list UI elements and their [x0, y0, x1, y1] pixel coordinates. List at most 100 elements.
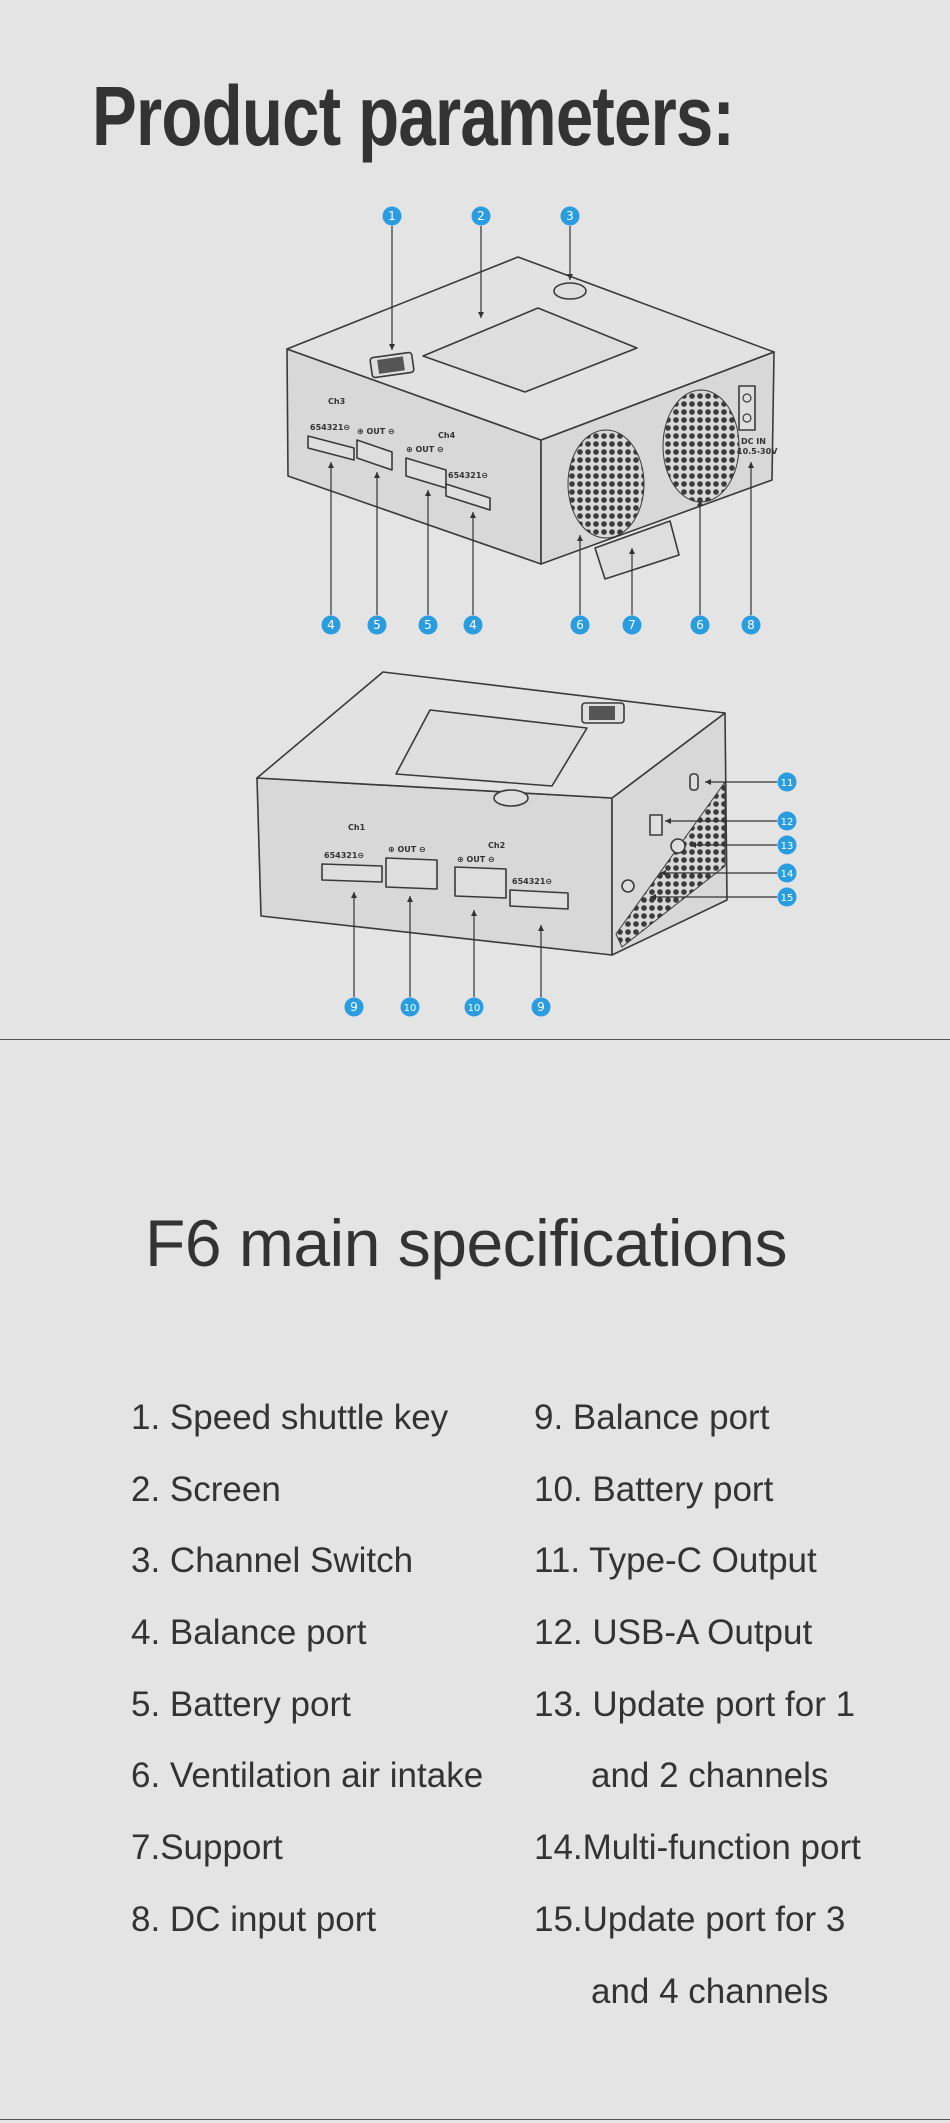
callout-10: 10 — [464, 910, 484, 1017]
arrowhead-icon — [389, 344, 395, 350]
battery-port-ch1 — [385, 857, 438, 890]
callout-4: 4 — [321, 462, 341, 635]
callout-number: 8 — [747, 618, 755, 632]
spec-item: 7.Support — [131, 1828, 283, 1868]
callout-badge — [622, 615, 642, 635]
callout-number: 14 — [781, 869, 794, 880]
callout-number: 6 — [696, 618, 704, 632]
spec-item: 2. Screen — [131, 1469, 281, 1509]
screen — [422, 307, 638, 393]
ch4-label: Ch4 — [438, 431, 456, 440]
product-diagram: DC IN 10.5-30V Ch3 654321⊖ ⊕ OUT ⊖ Ch4 ⊕… — [256, 206, 797, 1017]
arrowhead-icon — [407, 896, 413, 902]
callout-number: 15 — [781, 893, 794, 904]
spec-item: 11. Type-C Output — [534, 1541, 817, 1581]
arrowhead-icon — [470, 512, 476, 518]
callout-number: 4 — [469, 618, 477, 632]
page-title: Product parameters: — [92, 69, 735, 163]
callout-badge — [777, 835, 797, 855]
arrowhead-icon — [478, 312, 484, 318]
callout-badge — [690, 615, 710, 635]
spec-item: 8. DC input port — [131, 1899, 377, 1939]
arrowhead-icon — [705, 779, 711, 785]
arrowhead-icon — [425, 490, 431, 496]
callout-11: 11 — [705, 772, 797, 792]
dc-input-port — [738, 385, 756, 431]
charger-view-front-left: DC IN 10.5-30V Ch3 654321⊖ ⊕ OUT ⊖ Ch4 ⊕… — [286, 256, 778, 580]
out-label: ⊕ OUT ⊖ — [457, 855, 495, 864]
balance-pins-label: 654321⊖ — [448, 471, 488, 480]
spec-item: 5. Battery port — [131, 1684, 351, 1724]
arrowhead-icon — [748, 462, 754, 468]
out-label: ⊕ OUT ⊖ — [357, 427, 395, 436]
callout-number: 9 — [350, 1000, 358, 1014]
spec-item-continued: and 4 channels — [591, 1971, 829, 2011]
callout-15: 15 — [650, 887, 797, 907]
usb-a-port — [649, 814, 663, 836]
callout-badge — [418, 615, 438, 635]
callout-number: 11 — [781, 778, 794, 789]
callout-5: 5 — [367, 472, 387, 635]
callout-number: 10 — [468, 1003, 481, 1014]
callout-9: 9 — [344, 892, 364, 1017]
specs-title: F6 main specifications — [145, 1206, 787, 1280]
callout-number: 1 — [388, 209, 396, 223]
callout-badge — [382, 206, 402, 226]
spec-item: 6. Ventilation air intake — [131, 1756, 484, 1796]
callout-badge — [463, 615, 483, 635]
arrowhead-icon — [577, 535, 583, 541]
battery-port-ch2 — [454, 866, 507, 899]
callout-8: 8 — [741, 462, 761, 635]
channel-switch-button — [493, 789, 529, 807]
callout-7: 7 — [622, 548, 642, 635]
callout-badge — [464, 997, 484, 1017]
arrowhead-icon — [567, 274, 573, 280]
specs-left-column: 1. Speed shuttle key 2. Screen 3. Channe… — [131, 1382, 483, 1956]
callout-4: 4 — [463, 512, 483, 635]
callout-number: 5 — [373, 618, 381, 632]
vent-grille — [662, 389, 740, 503]
callout-12: 12 — [665, 811, 797, 831]
arrowhead-icon — [690, 842, 696, 848]
callout-badge — [321, 615, 341, 635]
callout-number: 7 — [628, 618, 636, 632]
callout-number: 5 — [424, 618, 432, 632]
callout-number: 13 — [781, 841, 794, 852]
update-port — [670, 838, 686, 854]
callout-badge — [531, 997, 551, 1017]
spec-item: 3. Channel Switch — [131, 1541, 414, 1581]
balance-port-ch2 — [509, 889, 569, 910]
callout-badge — [777, 811, 797, 831]
battery-port-ch3 — [356, 439, 393, 471]
arrowhead-icon — [374, 472, 380, 478]
arrowhead-icon — [538, 925, 544, 931]
callout-1: 1 — [382, 206, 402, 350]
balance-pins-label: 654321⊖ — [310, 423, 350, 432]
bottom-divider — [0, 2119, 950, 2120]
arrowhead-icon — [328, 462, 334, 468]
spec-item: 12. USB-A Output — [534, 1613, 813, 1653]
callout-badge — [777, 887, 797, 907]
callout-badge — [400, 997, 420, 1017]
out-label: ⊕ OUT ⊖ — [406, 445, 444, 454]
callout-number: 4 — [327, 618, 335, 632]
type-c-port — [689, 773, 699, 791]
callout-6: 6 — [570, 535, 590, 635]
screen — [395, 709, 588, 787]
spec-item-continued: and 2 channels — [591, 1756, 829, 1796]
section-divider — [0, 1039, 950, 1040]
callout-10: 10 — [400, 896, 420, 1017]
callout-number: 3 — [566, 209, 574, 223]
callout-2: 2 — [471, 206, 491, 318]
arrowhead-icon — [660, 870, 666, 876]
callout-badge — [560, 206, 580, 226]
multi-function-port — [621, 879, 635, 893]
balance-pins-label: 654321⊖ — [324, 851, 364, 860]
callout-number: 9 — [537, 1000, 545, 1014]
callout-badge — [741, 615, 761, 635]
balance-port-ch4 — [445, 483, 491, 511]
arrowhead-icon — [650, 894, 656, 900]
callout-14: 14 — [660, 863, 797, 883]
ch2-label: Ch2 — [488, 841, 505, 850]
